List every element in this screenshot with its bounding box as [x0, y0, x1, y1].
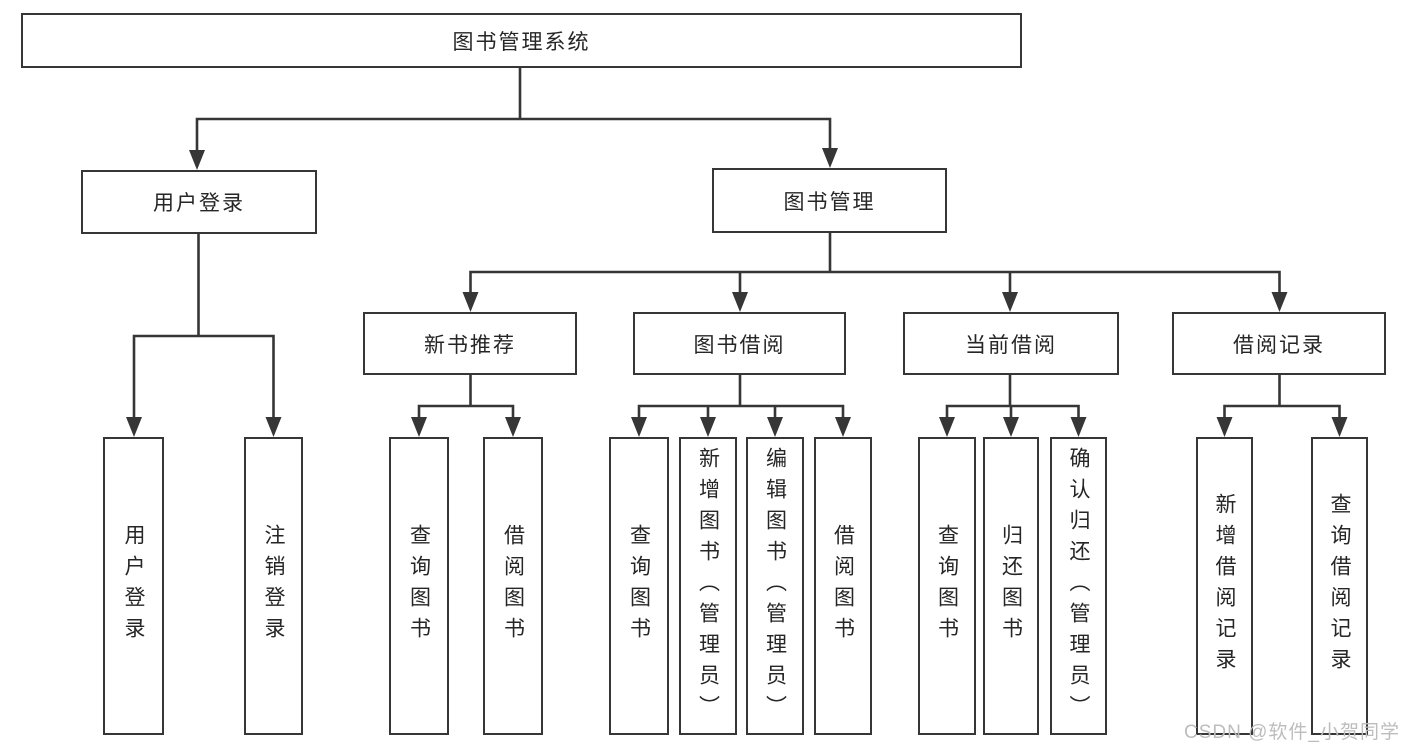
leaf-query-books-recommend-label: 查询图书 — [407, 524, 431, 648]
node-borrow-records-label: 借阅记录 — [1233, 333, 1325, 357]
leaf-confirm-return-admin-label: 确认归还（管理员） — [1067, 446, 1090, 726]
node-new-book-recommend-label: 新书推荐 — [424, 333, 516, 357]
leaf-add-borrow-record: 新增借阅记录 — [1196, 437, 1253, 735]
arrowhead-leaf-query-books-current — [939, 417, 955, 437]
arrowhead-borrow-records — [1271, 292, 1288, 312]
watermark: CSDN @软件_小贺同学 — [1184, 722, 1400, 743]
leaf-query-books-current-label: 查询图书 — [935, 524, 959, 648]
arrowhead-leaf-borrow-books-recommend — [505, 417, 521, 437]
arrowhead-new-book-recommend — [462, 292, 479, 312]
leaf-query-books-current: 查询图书 — [918, 437, 976, 735]
leaf-query-borrow-record: 查询借阅记录 — [1311, 437, 1368, 735]
leaf-return-book: 归还图书 — [983, 437, 1039, 735]
connector-root-to-level2 — [195, 68, 832, 153]
arrowhead-leaf-edit-book — [767, 417, 783, 437]
leaf-borrow-books: 借阅图书 — [814, 437, 872, 735]
leaf-borrow-books-recommend: 借阅图书 — [483, 437, 543, 735]
arrowhead-book-management — [822, 148, 838, 168]
connector-user-login-group — [132, 234, 275, 420]
leaf-borrow-books-label: 借阅图书 — [831, 524, 855, 648]
node-book-system: 图书管理系统 — [21, 13, 1022, 68]
arrowhead-user-login — [189, 150, 205, 170]
leaf-query-borrow-record-label: 查询借阅记录 — [1328, 493, 1351, 679]
leaf-edit-book-admin-label: 编辑图书（管理员） — [763, 446, 787, 726]
arrowhead-leaf-add-book — [700, 417, 716, 437]
leaf-user-login: 用户登录 — [103, 437, 164, 735]
node-borrow-records: 借阅记录 — [1172, 312, 1386, 375]
arrowhead-leaf-query-borrow-record — [1331, 417, 1348, 437]
leaf-add-book-admin: 新增图书（管理员） — [679, 437, 737, 735]
node-current-borrow-label: 当前借阅 — [965, 333, 1057, 357]
arrowhead-current-borrow — [1002, 292, 1018, 312]
node-book-management-label: 图书管理 — [783, 190, 876, 214]
leaf-edit-book-admin: 编辑图书（管理员） — [746, 437, 804, 735]
node-book-management: 图书管理 — [712, 168, 947, 233]
leaf-add-book-admin-label: 新增图书（管理员） — [696, 446, 720, 726]
leaf-user-login-label: 用户登录 — [122, 524, 145, 648]
arrowhead-leaf-confirm-return — [1070, 417, 1087, 437]
arrowhead-book-borrow — [732, 292, 748, 312]
node-current-borrow: 当前借阅 — [903, 312, 1119, 375]
arrowhead-leaf-query-books-recommend — [411, 417, 427, 437]
leaf-borrow-books-recommend-label: 借阅图书 — [501, 524, 525, 648]
leaf-query-books-recommend: 查询图书 — [389, 437, 449, 735]
leaf-query-books-borrow: 查询图书 — [609, 437, 669, 735]
node-user-login: 用户登录 — [81, 170, 317, 234]
leaf-add-borrow-record-label: 新增借阅记录 — [1213, 493, 1236, 679]
node-book-borrow-label: 图书借阅 — [693, 333, 786, 357]
arrowhead-leaf-borrow-books — [835, 417, 851, 437]
leaf-query-books-borrow-label: 查询图书 — [627, 524, 651, 648]
leaf-confirm-return-admin: 确认归还（管理员） — [1050, 437, 1107, 735]
node-new-book-recommend: 新书推荐 — [363, 312, 577, 375]
node-book-borrow: 图书借阅 — [633, 312, 846, 375]
arrowhead-leaf-query-books-borrow — [631, 417, 647, 437]
leaf-logout: 注销登录 — [244, 437, 303, 735]
arrowhead-leaf-user-login — [126, 417, 142, 437]
leaf-return-book-label: 归还图书 — [999, 524, 1023, 648]
arrowhead-leaf-logout — [265, 417, 282, 437]
connector-book-management-to-level3 — [469, 233, 1281, 295]
connector-level3-to-leaves — [417, 375, 1341, 421]
arrowhead-leaf-add-borrow-record — [1216, 417, 1233, 437]
arrowhead-leaf-return-book — [1003, 417, 1019, 437]
node-book-system-label: 图书管理系统 — [452, 30, 591, 54]
leaf-logout-label: 注销登录 — [262, 524, 285, 648]
node-user-login-label: 用户登录 — [153, 192, 245, 215]
